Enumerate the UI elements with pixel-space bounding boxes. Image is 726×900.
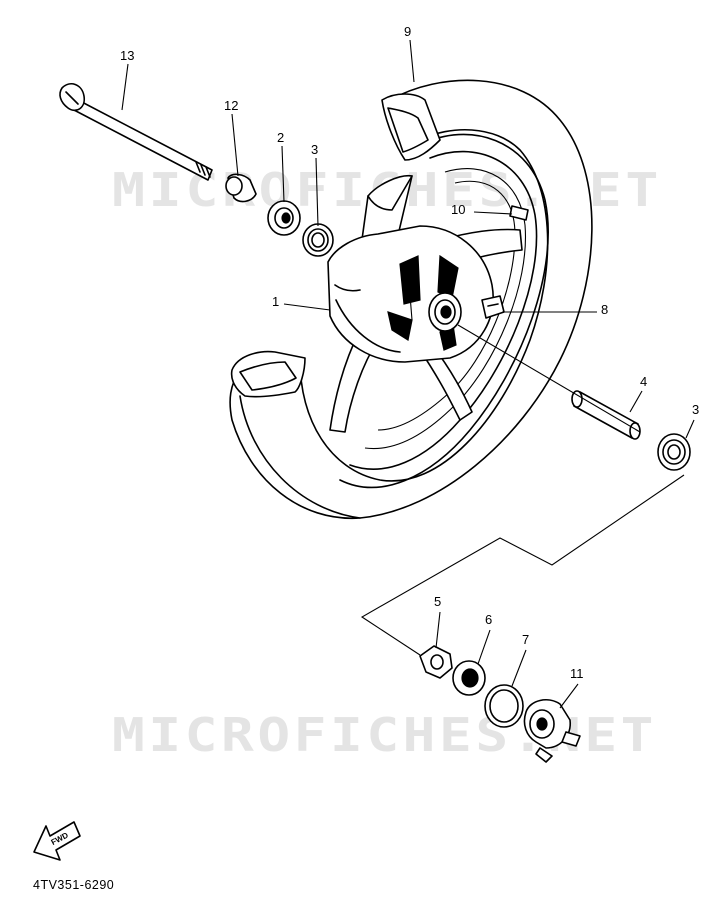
leader-lines (121, 39, 695, 709)
callout-6: 6 (485, 612, 492, 627)
callout-2: 2 (277, 130, 284, 145)
callout-3-left: 3 (311, 142, 318, 157)
bearing-left (302, 223, 334, 257)
callout-1: 1 (272, 294, 279, 309)
wheel-tire (229, 79, 593, 519)
callout-8: 9 (404, 24, 411, 39)
callout-labels: 13 12 2 3 9 10 1 8 4 3 5 6 7 11 (120, 24, 699, 681)
balance-weight (509, 205, 529, 221)
oil-seal-left (267, 200, 301, 236)
washer (452, 660, 486, 696)
callout-12: 12 (224, 98, 238, 113)
callout-7: 7 (522, 632, 529, 647)
bearing-right (657, 433, 691, 471)
spacer (571, 390, 641, 440)
callout-4: 4 (640, 374, 647, 389)
clutch-retainer (419, 645, 453, 679)
callout-13: 13 (120, 48, 134, 63)
callout-11: 11 (570, 666, 584, 681)
callout-9: 8 (601, 302, 608, 317)
forward-arrow-icon: FWD (33, 821, 81, 861)
gear-oil-seal (484, 684, 524, 728)
axle (59, 83, 213, 181)
callout-3-right: 3 (692, 402, 699, 417)
wheel-hub (327, 174, 523, 433)
collar (225, 173, 257, 203)
gear-unit (523, 699, 581, 763)
diagram-code: 4TV351-6290 (33, 878, 114, 892)
callout-5: 5 (434, 594, 441, 609)
callout-10: 10 (451, 202, 465, 217)
subassembly-bracket (360, 474, 685, 656)
